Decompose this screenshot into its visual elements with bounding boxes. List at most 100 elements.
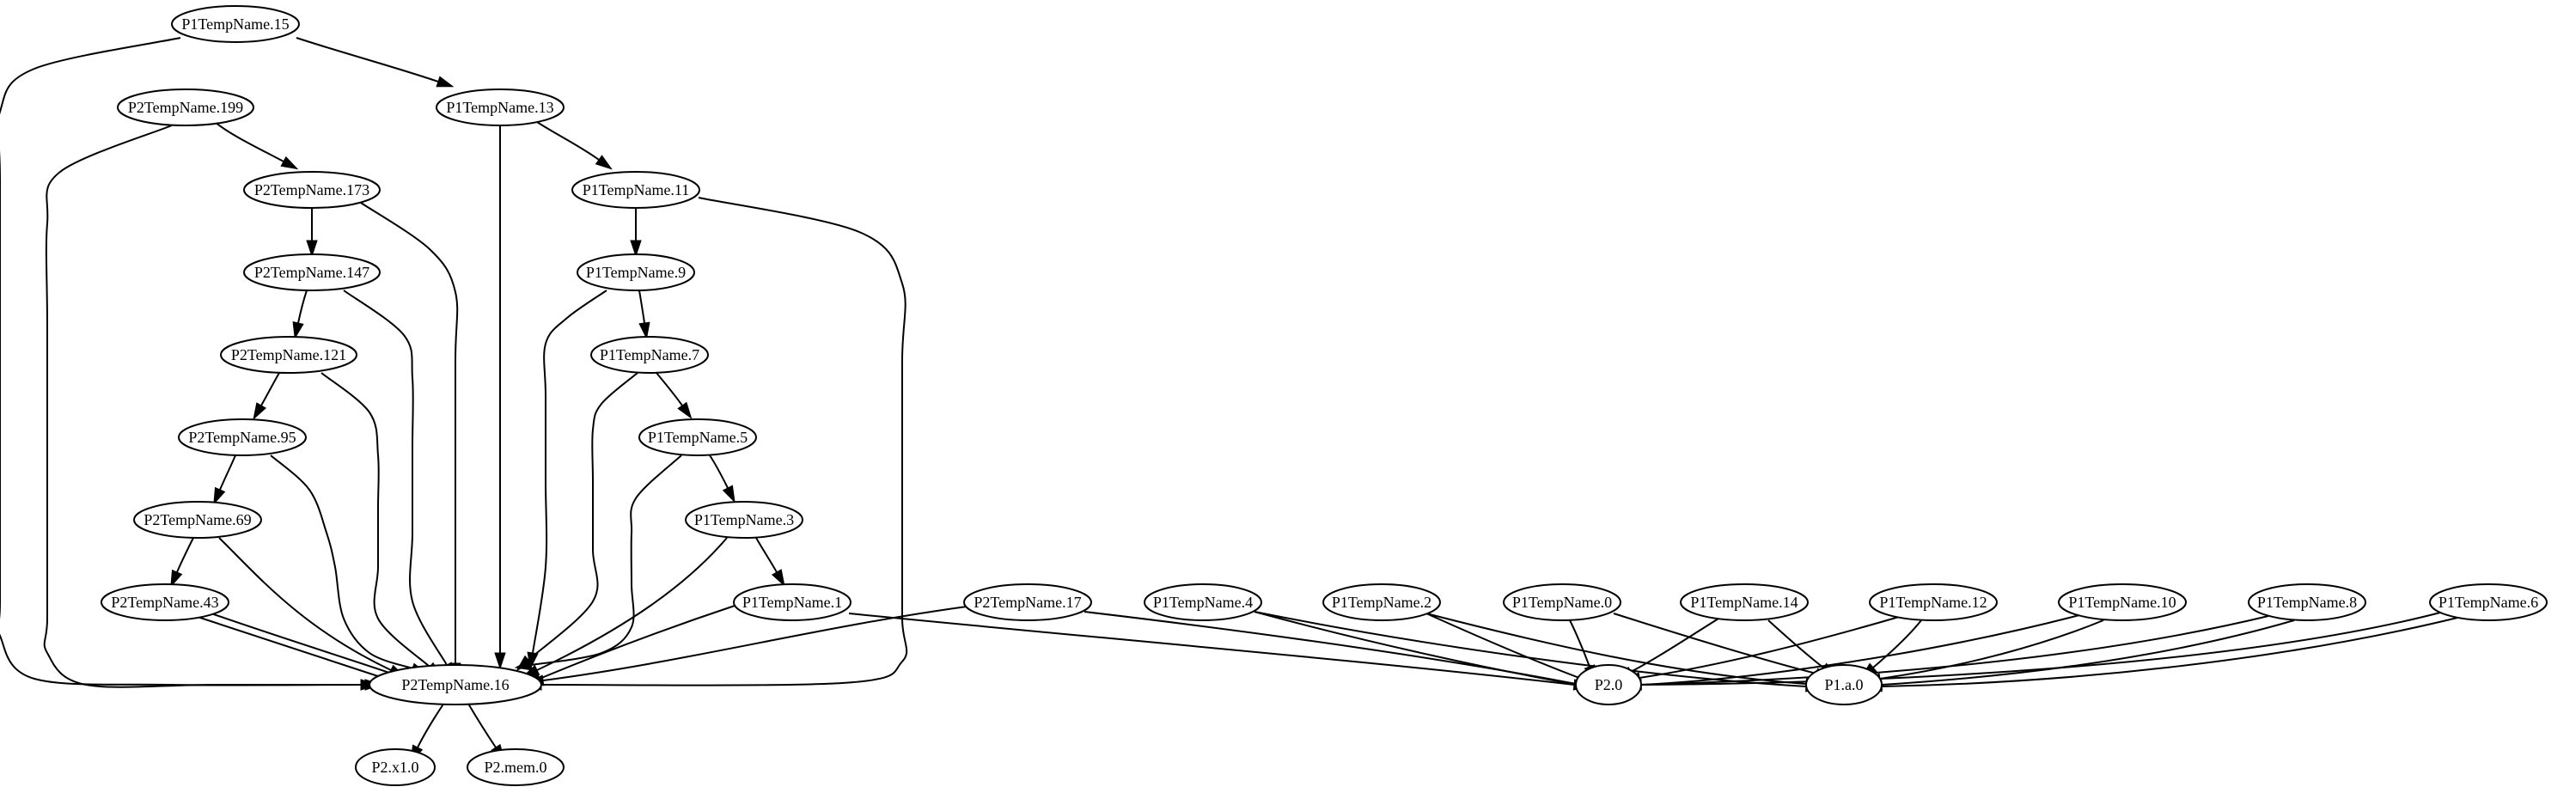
- node-p1tempname-4[interactable]: P1TempName.4: [1144, 583, 1262, 621]
- arrowhead-icon: [436, 76, 455, 88]
- edge-p2tempname-95-to-p2tempname-69: [213, 454, 236, 505]
- node-label: P2TempName.199: [128, 99, 243, 116]
- node-ellipse: [178, 418, 307, 456]
- edge-p1tempname-15-to-p1tempname-13: [296, 37, 455, 88]
- node-p1tempname-3[interactable]: P1TempName.3: [685, 501, 803, 539]
- edge-line: [1254, 611, 1807, 687]
- edge-p1tempname-11-to-p1tempname-9: [630, 207, 642, 258]
- node-label: P2.x1.0: [371, 759, 418, 776]
- edge-line: [848, 613, 1575, 686]
- node-label: P2TempName.147: [254, 264, 369, 281]
- node-p2-0[interactable]: P2.0: [1575, 664, 1642, 705]
- node-label: P2TempName.173: [254, 181, 369, 198]
- node-ellipse: [2058, 583, 2187, 621]
- node-p1tempname-11[interactable]: P1TempName.11: [571, 171, 700, 209]
- node-ellipse: [355, 748, 436, 786]
- node-ellipse: [2248, 583, 2366, 621]
- edge-line: [530, 454, 682, 666]
- node-p1tempname-13[interactable]: P1TempName.13: [436, 88, 565, 126]
- edge-p1tempname-3-to-p2tempname-16: [522, 537, 728, 678]
- node-p1tempname-14[interactable]: P1TempName.14: [1680, 583, 1809, 621]
- edge-line: [1640, 614, 2080, 686]
- node-ellipse: [171, 5, 300, 43]
- node-p2-mem-0[interactable]: P2.mem.0: [467, 748, 565, 786]
- edge-p2tempname-173-to-p2tempname-147: [306, 207, 318, 258]
- node-label: P2TempName.95: [188, 429, 296, 446]
- edge-p2tempname-147-to-p2tempname-121: [292, 290, 308, 340]
- edge-line: [343, 290, 448, 666]
- node-p1tempname-10[interactable]: P1TempName.10: [2058, 583, 2187, 621]
- edge-line: [1425, 613, 1587, 681]
- edge-line: [1640, 612, 2441, 686]
- node-ellipse: [638, 418, 757, 456]
- edge-line: [542, 606, 968, 681]
- node-p2tempname-173[interactable]: P2TempName.173: [243, 171, 381, 209]
- edge-p1tempname-9-to-p1tempname-7: [638, 290, 650, 340]
- node-p1tempname-15[interactable]: P1TempName.15: [171, 5, 300, 43]
- node-p2tempname-17[interactable]: P2TempName.17: [963, 583, 1092, 621]
- edge-line: [536, 537, 728, 671]
- node-ellipse: [1322, 583, 1441, 621]
- graph-edges: [0, 37, 2458, 763]
- edge-line: [1879, 619, 2104, 680]
- node-p2tempname-69[interactable]: P2TempName.69: [133, 501, 262, 539]
- node-ellipse: [1869, 583, 1998, 621]
- edge-p1tempname-4-to-p2-0: [1254, 611, 1595, 691]
- node-p2tempname-199[interactable]: P2TempName.199: [117, 88, 254, 126]
- node-p1tempname-0[interactable]: P1TempName.0: [1503, 583, 1621, 621]
- edge-p1tempname-5-to-p1tempname-3: [709, 454, 736, 503]
- edge-p1tempname-13-to-p1tempname-11: [536, 121, 613, 170]
- node-p1tempname-8[interactable]: P1TempName.8: [2248, 583, 2366, 621]
- arrowhead-icon: [630, 240, 642, 258]
- node-p2tempname-16[interactable]: P2TempName.16: [369, 664, 542, 705]
- node-p2tempname-95[interactable]: P2TempName.95: [178, 418, 307, 456]
- node-label: P1TempName.15: [181, 15, 289, 33]
- node-ellipse: [1680, 583, 1809, 621]
- edge-p2tempname-69-to-p2tempname-16: [218, 537, 406, 678]
- edge-line: [296, 37, 439, 82]
- arrowhead-icon: [677, 401, 693, 419]
- edge-p1tempname-1-to-p2-0: [848, 613, 1591, 691]
- node-p2tempname-121[interactable]: P2TempName.121: [220, 336, 357, 374]
- edge-line: [755, 537, 778, 573]
- edge-line: [1084, 611, 1577, 685]
- node-label: P1TempName.10: [2068, 594, 2176, 611]
- edge-line: [1425, 613, 1807, 685]
- edge-line: [536, 121, 600, 161]
- node-p1tempname-12[interactable]: P1TempName.12: [1869, 583, 1998, 621]
- node-ellipse: [243, 171, 381, 209]
- node-p2-x1-0[interactable]: P2.x1.0: [355, 748, 436, 786]
- edge-line: [532, 290, 607, 654]
- node-p1tempname-7[interactable]: P1TempName.7: [590, 336, 709, 374]
- node-label: P1TempName.0: [1512, 594, 1612, 611]
- node-label: P1TempName.12: [1879, 594, 1987, 611]
- node-label: P1TempName.14: [1690, 594, 1798, 611]
- node-ellipse: [733, 583, 852, 621]
- edge-p1tempname-5-to-p2tempname-16: [514, 454, 682, 671]
- edge-line: [1872, 619, 1922, 668]
- arrowhead-icon: [306, 240, 318, 258]
- node-p1tempname-1[interactable]: P1TempName.1: [733, 583, 852, 621]
- node-p1tempname-2[interactable]: P1TempName.2: [1322, 583, 1441, 621]
- node-label: P2TempName.69: [143, 511, 251, 528]
- node-p1tempname-5[interactable]: P1TempName.5: [638, 418, 757, 456]
- node-ellipse: [133, 501, 262, 539]
- arrowhead-icon: [638, 321, 650, 340]
- arrowhead-icon: [771, 569, 785, 587]
- node-label: P1TempName.1: [742, 594, 842, 611]
- node-ellipse: [1144, 583, 1262, 621]
- edge-line: [260, 372, 280, 406]
- edge-line: [467, 703, 497, 748]
- node-label: P2.0: [1595, 676, 1623, 693]
- node-p1-a-0[interactable]: P1.a.0: [1805, 664, 1883, 705]
- edge-line: [1569, 619, 1590, 668]
- node-p1tempname-9[interactable]: P1TempName.9: [577, 253, 695, 291]
- node-p2tempname-147[interactable]: P2TempName.147: [243, 253, 381, 291]
- node-p2tempname-43[interactable]: P2TempName.43: [101, 583, 229, 621]
- edge-p2tempname-69-to-p2tempname-43: [170, 537, 194, 588]
- arrowhead-icon: [722, 485, 736, 503]
- edge-line: [320, 372, 430, 668]
- node-p1tempname-6[interactable]: P1TempName.6: [2429, 583, 2548, 621]
- edge-line: [656, 372, 683, 406]
- node-ellipse: [571, 171, 700, 209]
